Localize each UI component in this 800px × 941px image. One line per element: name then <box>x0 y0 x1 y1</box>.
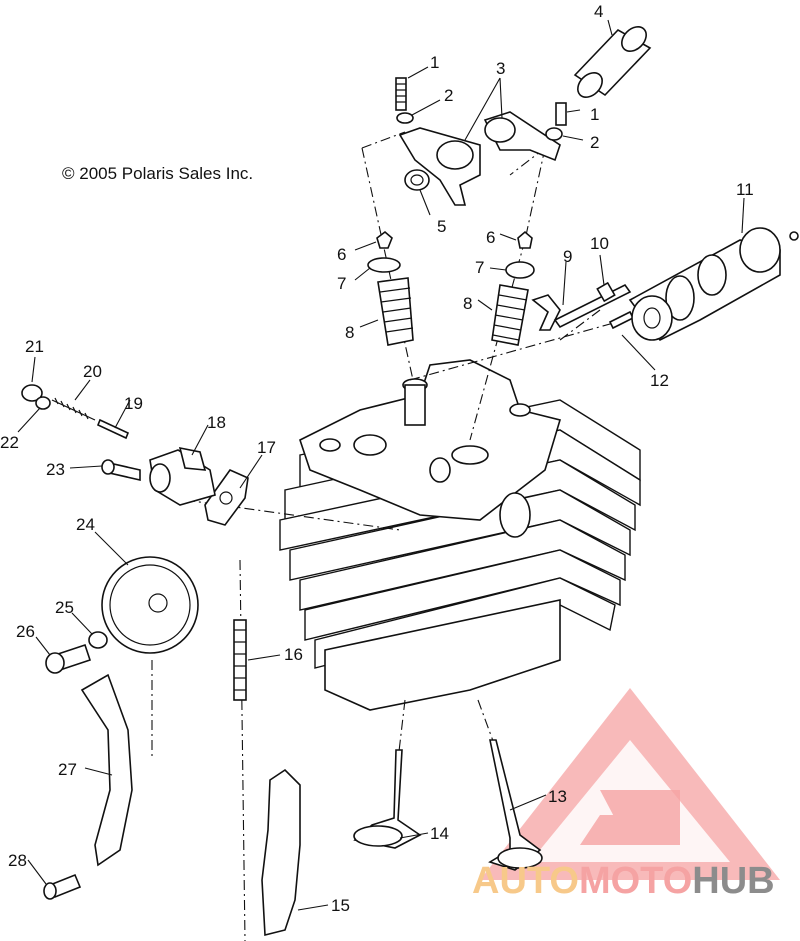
callout-7-right: 7 <box>475 258 484 277</box>
leader-lines <box>17 19 745 911</box>
watermark-text-moto: MOTO <box>579 860 692 902</box>
callout-20: 20 <box>83 362 102 381</box>
callout-9: 9 <box>563 247 572 266</box>
callout-26: 26 <box>16 622 35 641</box>
watermark-g-shape <box>580 790 680 845</box>
part-19-23-tensioner-components <box>21 384 141 482</box>
part-4-shaft <box>573 26 652 98</box>
callout-3: 3 <box>496 59 505 78</box>
callout-2-right: 2 <box>590 133 599 152</box>
callout-25: 25 <box>55 598 74 617</box>
part-1-2-adjusters <box>395 77 567 141</box>
callout-2-left: 2 <box>444 86 453 105</box>
callout-18: 18 <box>207 413 226 432</box>
callout-6-right: 6 <box>486 228 495 247</box>
copyright-text: © 2005 Polaris Sales Inc. <box>62 164 253 183</box>
callout-12: 12 <box>650 371 669 390</box>
callout-16: 16 <box>284 645 303 664</box>
callout-8-right: 8 <box>463 294 472 313</box>
callout-11: 11 <box>736 180 754 199</box>
part-9-10-12-decompressor <box>531 281 635 331</box>
part-27-chain-guide-blade <box>80 673 133 867</box>
watermark-text-auto: AUTO <box>472 860 579 902</box>
part-18-tensioner <box>149 446 216 506</box>
watermark-logo <box>480 688 780 880</box>
part-15-chain-guide <box>261 768 301 937</box>
part-28-bolt <box>43 873 82 900</box>
part-25-washer <box>88 631 108 649</box>
callout-5: 5 <box>437 217 446 236</box>
callout-4: 4 <box>594 2 603 21</box>
callout-15: 15 <box>331 896 350 915</box>
callout-21: 21 <box>25 337 44 356</box>
callout-27: 27 <box>58 760 77 779</box>
callout-17: 17 <box>257 438 276 457</box>
part-5-washer <box>404 169 430 191</box>
callout-24: 24 <box>76 515 95 534</box>
part-24-cam-sprocket <box>101 556 199 654</box>
callout-6-left: 6 <box>337 245 346 264</box>
part-6-7-8-valve-springs <box>367 230 535 346</box>
callout-23: 23 <box>46 460 65 479</box>
part-11-camshaft <box>628 227 799 342</box>
part-16-timing-chain <box>233 619 247 701</box>
callout-7-left: 7 <box>337 274 346 293</box>
callout-22: 22 <box>0 433 19 452</box>
callout-8-left: 8 <box>345 323 354 342</box>
part-17-gasket <box>204 469 249 526</box>
callout-1-left: 1 <box>430 53 439 72</box>
cylinder-head <box>279 359 641 711</box>
callout-14: 14 <box>430 824 449 843</box>
part-3-rocker-arms <box>398 111 561 206</box>
watermark-text: AUTOMOTOHUB <box>472 860 775 902</box>
callout-10: 10 <box>590 234 609 253</box>
callout-28: 28 <box>8 851 27 870</box>
part-13-14-valves <box>353 739 543 871</box>
callout-19: 19 <box>124 394 143 413</box>
part-26-bolt <box>45 643 92 674</box>
callout-13: 13 <box>548 787 567 806</box>
callout-1-right: 1 <box>590 105 599 124</box>
watermark-text-hub: HUB <box>692 860 774 902</box>
callout-labels: 1 1 2 2 3 4 5 6 6 7 7 8 8 9 10 11 12 13 … <box>0 2 754 915</box>
